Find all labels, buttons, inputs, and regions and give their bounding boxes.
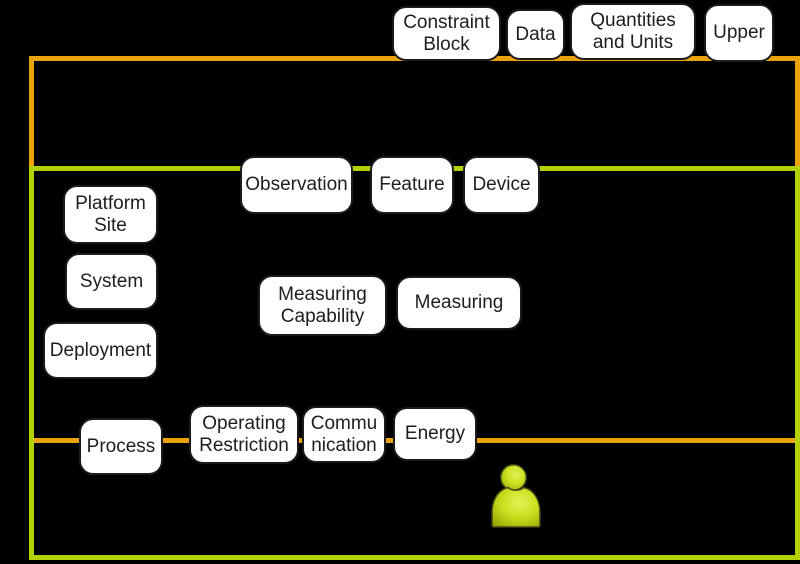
node-data: Data [506, 9, 565, 60]
node-energy: Energy [393, 407, 477, 461]
node-measuring-capability: Measuring Capability [258, 275, 387, 336]
node-measuring: Measuring [396, 276, 522, 330]
node-process: Process [79, 418, 163, 475]
node-deployment: Deployment [43, 322, 158, 379]
node-system: System [65, 253, 158, 310]
node-observation: Observation [240, 156, 353, 214]
node-device: Device [463, 156, 540, 214]
person-actor-icon [491, 463, 541, 528]
node-feature: Feature [370, 156, 454, 214]
node-quantities-and-units: Quantities and Units [570, 3, 696, 60]
node-operating-restriction: Operating Restriction [189, 405, 299, 464]
node-platform-site: Platform Site [63, 185, 158, 244]
node-upper: Upper [704, 4, 774, 62]
node-communication: Commu nication [302, 406, 386, 463]
node-constraint-block: Constraint Block [392, 6, 501, 61]
